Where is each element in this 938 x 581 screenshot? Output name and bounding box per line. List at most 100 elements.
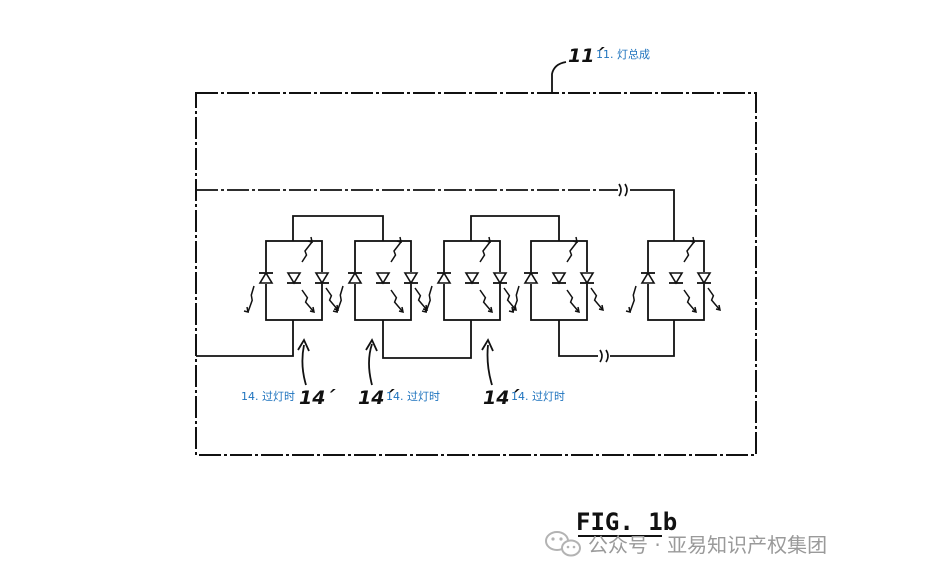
emission-arrowhead	[309, 306, 315, 314]
led-diode	[551, 272, 567, 285]
pass-lamp-note-3: 14. 过灯时	[511, 390, 565, 403]
leader-arrowhead-3	[481, 338, 494, 352]
diode-gap	[525, 272, 537, 284]
pass-lamp-ref-3: 14´	[483, 387, 520, 409]
link-3-4	[470, 215, 560, 241]
emission-arrowhead	[508, 306, 514, 314]
led-diode	[347, 271, 363, 284]
pass-lamp-note-2: 14. 过灯时	[386, 390, 440, 403]
led-diode	[668, 272, 684, 285]
emission-arrow	[479, 289, 493, 313]
emission-arrow	[301, 289, 315, 313]
diode-gap	[349, 272, 361, 284]
diode-gap	[642, 272, 654, 284]
diode-gap	[438, 272, 450, 284]
emission-arrowhead	[625, 306, 631, 314]
link-out-5	[610, 320, 675, 357]
led-diode	[258, 271, 274, 284]
emission-arrow	[512, 285, 520, 313]
lamp-assembly-outline	[195, 92, 757, 456]
wechat-icon	[545, 531, 581, 557]
diode-gap	[466, 272, 478, 284]
leader-arrowhead-2	[365, 338, 378, 352]
emission-arrow	[247, 285, 255, 313]
emission-arrow	[566, 241, 578, 263]
led-modules	[243, 236, 721, 321]
led-diode	[640, 271, 656, 284]
led-module	[508, 236, 604, 321]
led-diode	[375, 272, 391, 285]
led-module	[332, 236, 428, 321]
emission-arrow	[336, 285, 344, 313]
emission-arrow	[683, 241, 695, 263]
emission-arrowhead	[689, 236, 695, 244]
wire-break-top	[618, 183, 628, 197]
link-1-2	[292, 215, 384, 241]
led-diode	[696, 272, 712, 285]
leader-arrow-3	[486, 344, 493, 386]
link-2-3	[382, 320, 472, 359]
bus-line-bottom-left	[196, 320, 294, 357]
leader-arrowhead-1	[297, 338, 310, 352]
assembly-note: 11. 灯总成	[596, 47, 650, 61]
pass-lamp-ref-1: 14´	[299, 387, 336, 409]
diode-triangle	[551, 272, 567, 285]
emission-arrowhead	[421, 306, 427, 314]
leader-arrow-1	[301, 344, 307, 386]
diode-triangle	[314, 272, 330, 285]
diode-gap	[288, 272, 300, 284]
emission-arrowhead	[572, 236, 578, 244]
diode-triangle	[640, 271, 656, 284]
emission-arrow	[301, 241, 313, 263]
emission-arrowhead	[487, 306, 493, 314]
diode-triangle	[579, 272, 595, 285]
pass-lamp-ref-2: 14´	[358, 387, 395, 409]
emission-arrowhead	[243, 306, 249, 314]
led-diode	[436, 271, 452, 284]
led-diode	[286, 272, 302, 285]
emission-arrowhead	[715, 304, 721, 312]
diode-triangle	[286, 272, 302, 285]
led-diode	[523, 271, 539, 284]
diode-gap	[494, 272, 506, 284]
led-diode	[464, 272, 480, 285]
led-diode	[403, 272, 419, 285]
assembly-ref: 11´	[568, 45, 605, 67]
emission-arrow	[590, 287, 604, 311]
diode-gap	[670, 272, 682, 284]
diode-gap	[553, 272, 565, 284]
figure-title: FIG. 1b	[576, 508, 677, 536]
diode-triangle	[347, 271, 363, 284]
emission-arrowhead	[307, 236, 313, 244]
emission-arrow	[390, 241, 402, 263]
pass-lamp-leaders	[297, 338, 494, 386]
emission-arrowhead	[398, 306, 404, 314]
assembly-leader	[551, 61, 567, 93]
emission-arrowhead	[485, 236, 491, 244]
diode-gap	[405, 272, 417, 284]
led-module	[243, 236, 339, 321]
pass-lamp-note-1: 14. 过灯时	[241, 390, 295, 403]
emission-arrow	[566, 289, 580, 313]
watermark-text: 公众号 · 亚易知识产权集团	[588, 533, 827, 557]
emission-arrow	[479, 241, 491, 263]
emission-arrow	[425, 285, 433, 313]
emission-arrow	[390, 289, 404, 313]
emission-arrowhead	[598, 304, 604, 312]
diode-gap	[581, 272, 593, 284]
led-module	[625, 236, 721, 321]
bus-line-top-right	[630, 189, 675, 241]
emission-arrow	[414, 287, 428, 311]
led-diode	[492, 272, 508, 285]
diode-triangle	[403, 272, 419, 285]
diode-triangle	[375, 272, 391, 285]
emission-arrow	[325, 287, 339, 311]
emission-arrowhead	[574, 306, 580, 314]
emission-arrow	[629, 285, 637, 313]
diode-triangle	[668, 272, 684, 285]
emission-arrowhead	[691, 306, 697, 314]
led-module	[421, 236, 517, 321]
diode-triangle	[492, 272, 508, 285]
emission-arrow	[683, 289, 697, 313]
